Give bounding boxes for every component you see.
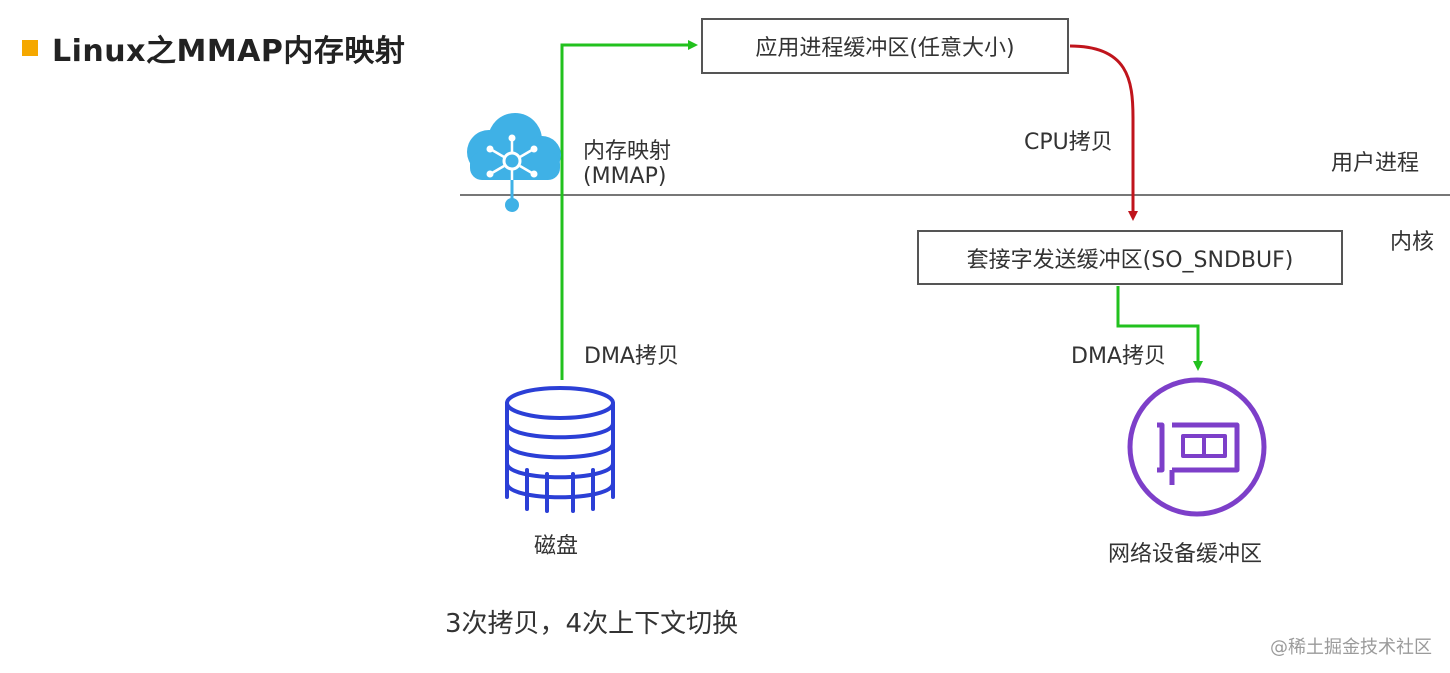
database-disk-icon [505,386,615,513]
dma-copy-label-disk: DMA拷贝 [584,344,679,369]
network-buffer-label: 网络设备缓冲区 [1108,542,1263,567]
watermark: @稀土掘金技术社区 [1270,637,1432,658]
cpu-copy-label: CPU拷贝 [1024,130,1113,155]
page-title: Linux之MMAP内存映射 [22,26,405,70]
disk-label: 磁盘 [534,534,579,559]
mmap-label: 内存映射 [583,139,672,164]
cloud-network-icon [467,113,561,212]
mmap-label-sub: (MMAP) [583,164,667,189]
kernel-label: 内核 [1390,230,1435,255]
title-text: Linux之MMAP内存映射 [52,34,406,69]
dma-arrow-socket-to-network [1116,286,1203,371]
title-bullet-icon [22,40,38,56]
network-card-icon [1127,377,1267,517]
cpu-copy-arrow [1069,44,1138,221]
dma-arrow-disk-to-app [560,40,698,380]
copy-summary-note: 3次拷贝，4次上下文切换 [445,609,739,639]
app-buffer-box: 应用进程缓冲区(任意大小) [701,18,1069,74]
socket-send-buffer-box: 套接字发送缓冲区(SO_SNDBUF) [917,230,1343,285]
dma-copy-label-network: DMA拷贝 [1071,344,1166,369]
user-process-label: 用户进程 [1331,151,1420,176]
